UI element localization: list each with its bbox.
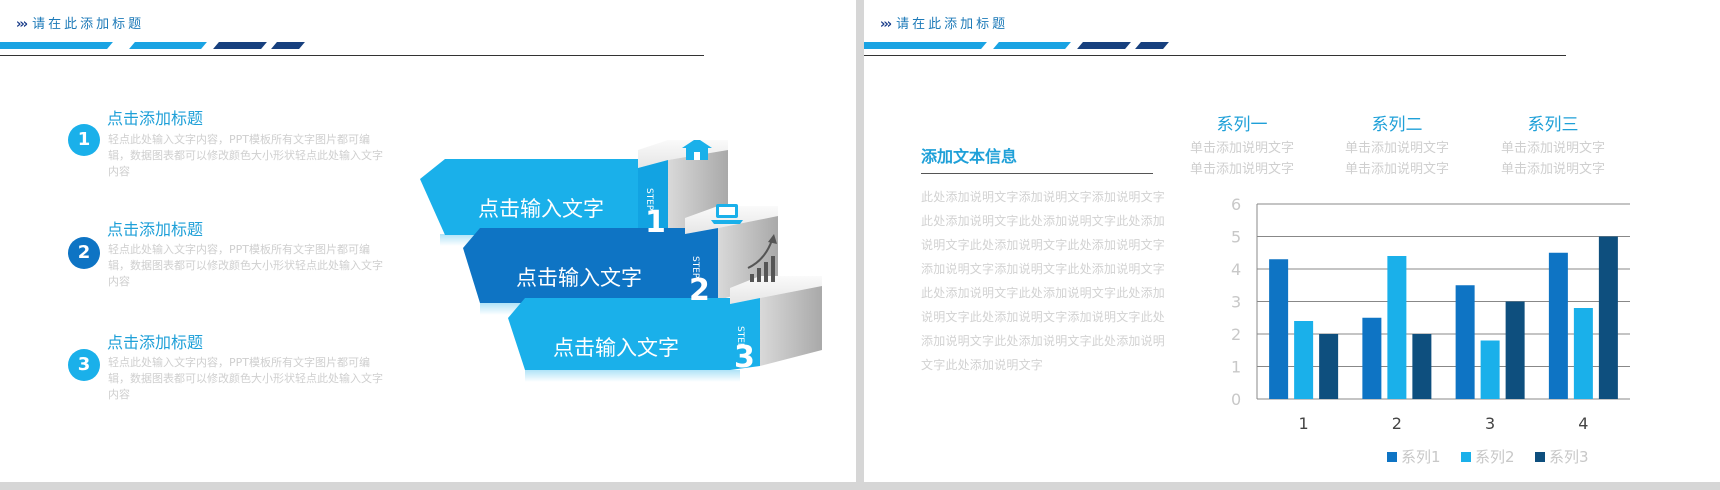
bar bbox=[1362, 317, 1382, 399]
step-banner-1[interactable] bbox=[420, 159, 638, 235]
x-tick-label: 3 bbox=[1485, 414, 1495, 433]
steps-graphic: STEP 1 STEP 2 STEP 3 bbox=[420, 140, 822, 382]
step-number: 3 bbox=[734, 340, 755, 375]
legend-swatch bbox=[1535, 452, 1545, 462]
bar bbox=[1505, 301, 1525, 399]
legend-swatch bbox=[1461, 452, 1471, 462]
bar bbox=[1294, 321, 1314, 399]
y-tick-label: 6 bbox=[1231, 195, 1241, 214]
series-header-desc[interactable]: 单击添加说明文字单击添加说明文字 bbox=[1189, 141, 1294, 177]
text-block-body[interactable]: 此处添加说明文字添加说明文字添加说明文字此处添加说明文字此处添加说明文字此处添加… bbox=[921, 190, 1166, 372]
y-tick-label: 1 bbox=[1231, 358, 1241, 377]
series-header-title[interactable]: 系列三 bbox=[1527, 115, 1579, 135]
x-tick-label: 4 bbox=[1578, 414, 1588, 433]
number-badge: 3 bbox=[68, 349, 100, 381]
step-word: STEP bbox=[690, 256, 700, 279]
laptop-icon bbox=[711, 204, 743, 224]
step-number: 1 bbox=[645, 205, 666, 240]
item-description[interactable]: 轻点此处输入文字内容，PPT模板所有文字图片都可编辑，数据图表都可以修改颜色大小… bbox=[108, 356, 383, 401]
legend-swatch bbox=[1387, 452, 1397, 462]
triple-chevron-icon: ››› bbox=[16, 17, 28, 32]
text-block-divider bbox=[921, 173, 1153, 174]
x-tick-label: 1 bbox=[1299, 414, 1309, 433]
bar bbox=[1412, 334, 1432, 399]
slide-right: ›››请在此添加标题 添加文本信息 此处添加说明文字添加说明文字添加说明文字此处… bbox=[864, 0, 1720, 482]
item-description[interactable]: 轻点此处输入文字内容，PPT模板所有文字图片都可编辑，数据图表都可以修改颜色大小… bbox=[108, 243, 383, 288]
text-block-title[interactable]: 添加文本信息 bbox=[921, 147, 1018, 166]
bar bbox=[1573, 308, 1593, 399]
bar bbox=[1480, 340, 1500, 399]
bar bbox=[1319, 334, 1339, 399]
number-badge: 2 bbox=[68, 237, 100, 269]
slide-header-title: ›››请在此添加标题 bbox=[880, 17, 1009, 32]
legend-label: 系列3 bbox=[1549, 448, 1589, 466]
header-stripe bbox=[1077, 42, 1131, 49]
header-stripe bbox=[1135, 42, 1169, 49]
item-title[interactable]: 点击添加标题 bbox=[107, 109, 204, 128]
y-tick-label: 4 bbox=[1231, 260, 1241, 279]
step-word: STEP bbox=[735, 326, 745, 349]
triple-chevron-icon: ››› bbox=[880, 17, 892, 32]
y-tick-label: 5 bbox=[1231, 228, 1241, 247]
header-divider bbox=[0, 55, 704, 56]
step-label-3[interactable]: 点击输入文字 bbox=[553, 336, 679, 360]
step-cube-3 bbox=[730, 234, 822, 370]
series-header-desc[interactable]: 单击添加说明文字单击添加说明文字 bbox=[1500, 141, 1605, 177]
item-description[interactable]: 轻点此处输入文字内容，PPT模板所有文字图片都可编辑，数据图表都可以修改颜色大小… bbox=[108, 133, 383, 178]
x-tick-label: 2 bbox=[1392, 414, 1402, 433]
series-header-desc[interactable]: 单击添加说明文字单击添加说明文字 bbox=[1344, 141, 1449, 177]
step-label-1[interactable]: 点击输入文字 bbox=[478, 197, 604, 221]
header-stripe bbox=[0, 42, 113, 49]
step-label-2[interactable]: 点击输入文字 bbox=[516, 266, 642, 290]
header-stripe bbox=[864, 42, 987, 49]
growth-chart-icon bbox=[747, 234, 777, 282]
legend-label: 系列2 bbox=[1475, 448, 1515, 466]
step-banner-2[interactable] bbox=[463, 228, 685, 303]
header-stripe bbox=[993, 42, 1071, 49]
header-stripe bbox=[213, 42, 267, 49]
house-icon bbox=[682, 140, 712, 160]
step-number: 2 bbox=[689, 273, 710, 308]
legend-label: 系列1 bbox=[1401, 448, 1441, 466]
item-title[interactable]: 点击添加标题 bbox=[107, 220, 204, 239]
slide-header-title: ›››请在此添加标题 bbox=[16, 17, 145, 32]
step-word: STEP bbox=[644, 188, 654, 211]
header-stripe bbox=[129, 42, 207, 49]
step-banner-3[interactable] bbox=[508, 298, 730, 370]
series-header-title[interactable]: 系列二 bbox=[1371, 115, 1423, 135]
number-badge: 1 bbox=[68, 124, 100, 156]
header-stripe bbox=[271, 42, 305, 49]
y-tick-label: 0 bbox=[1231, 390, 1241, 409]
slide-left: ›››请在此添加标题 点击添加标题 1 轻点此处输入文字内容，PPT模板所有文字… bbox=[0, 0, 856, 482]
bar bbox=[1269, 259, 1289, 399]
bar-chart: 0 1 2 3 4 5 6 1 2 3 4 系列1 系列2 系列3 bbox=[1231, 195, 1630, 466]
bar bbox=[1548, 252, 1568, 399]
bar bbox=[1598, 236, 1618, 399]
y-tick-label: 2 bbox=[1231, 325, 1241, 344]
item-title[interactable]: 点击添加标题 bbox=[107, 333, 204, 352]
series-header-title[interactable]: 系列一 bbox=[1216, 115, 1268, 135]
header-divider bbox=[864, 55, 1566, 56]
bar bbox=[1387, 256, 1407, 399]
y-tick-label: 3 bbox=[1231, 293, 1241, 312]
bar bbox=[1455, 285, 1475, 399]
